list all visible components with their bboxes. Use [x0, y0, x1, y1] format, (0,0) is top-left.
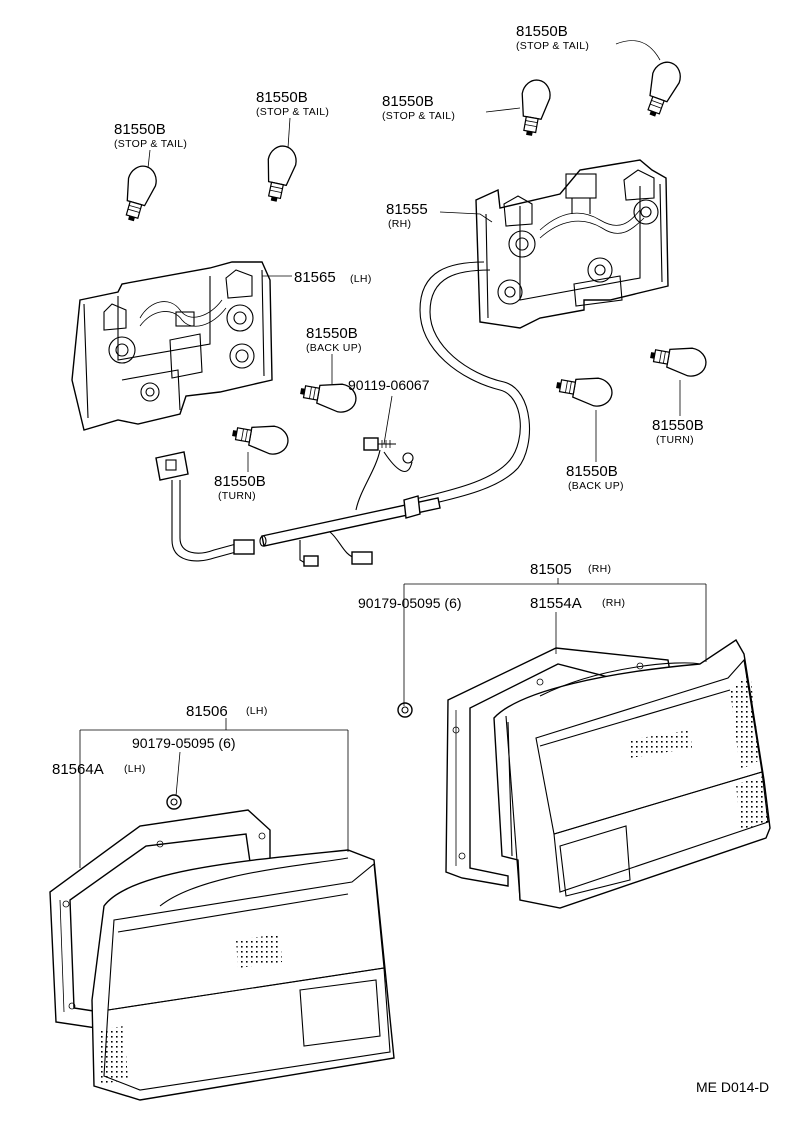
svg-text:90179-05095 (6): 90179-05095 (6): [132, 735, 236, 751]
callout-gasket-lh: 81564A (LH): [52, 761, 146, 778]
bulb-lh-backup[interactable]: [298, 377, 358, 414]
drawing-reference: ME D014-D: [696, 1079, 769, 1095]
tail-lamp-lh[interactable]: [91, 849, 395, 1101]
bulb-rh-turn[interactable]: [648, 341, 708, 378]
callout-bulb-lh-left: 81550B (STOP & TAIL): [114, 121, 187, 150]
nut-lh[interactable]: [166, 794, 182, 810]
screw-90119-06067[interactable]: [363, 437, 396, 451]
svg-text:(RH): (RH): [588, 563, 611, 575]
svg-text:81550B: 81550B: [516, 23, 568, 40]
svg-text:81564A: 81564A: [52, 761, 104, 778]
socket-holder-lh[interactable]: [71, 261, 273, 431]
tail-lamp-rh[interactable]: [493, 639, 771, 909]
socket-holder-rh[interactable]: [475, 159, 669, 329]
svg-text:81550B: 81550B: [214, 473, 266, 490]
callout-socket-rh: 81555 (RH): [386, 201, 428, 230]
svg-text:90179-05095 (6): 90179-05095 (6): [358, 595, 462, 611]
svg-text:(RH): (RH): [602, 597, 625, 609]
bulb-lh-mid[interactable]: [260, 143, 299, 204]
svg-text:(TURN): (TURN): [656, 434, 694, 446]
svg-text:(RH): (RH): [388, 218, 411, 230]
nut-rh[interactable]: [397, 702, 413, 718]
callout-bulb-lh-backup: 81550B (BACK UP): [306, 325, 362, 354]
callout-bulb-rh-backup: 81550B (BACK UP): [566, 463, 624, 492]
svg-text:81550B: 81550B: [114, 121, 166, 138]
svg-text:(LH): (LH): [246, 705, 268, 717]
svg-text:81550B: 81550B: [382, 93, 434, 110]
callout-socket-lh: 81565 (LH): [294, 269, 372, 286]
svg-text:(STOP & TAIL): (STOP & TAIL): [256, 106, 329, 118]
callout-bulb-top-right: 81550B (STOP & TAIL): [516, 23, 589, 52]
callout-lamp-lh: 81506 (LH): [186, 703, 268, 720]
svg-text:(BACK UP): (BACK UP): [568, 480, 624, 492]
svg-text:81550B: 81550B: [256, 89, 308, 106]
callout-bulb-lh-mid: 81550B (STOP & TAIL): [256, 89, 329, 118]
svg-text:(LH): (LH): [350, 273, 372, 285]
svg-text:81506: 81506: [186, 703, 228, 720]
bulb-lh-turn[interactable]: [230, 419, 290, 456]
callout-nut-lh: 90179-05095 (6): [132, 735, 236, 751]
leader-lines: [79, 40, 707, 868]
callout-bulb-rh-upper: 81550B (STOP & TAIL): [382, 93, 455, 122]
bulb-rh-upper[interactable]: [515, 78, 552, 138]
wire-harness[interactable]: [155, 261, 530, 567]
svg-text:90119-06067: 90119-06067: [348, 377, 430, 393]
callout-bulb-rh-turn: 81550B (TURN): [652, 417, 704, 446]
svg-text:81555: 81555: [386, 201, 428, 218]
svg-text:81505: 81505: [530, 561, 572, 578]
bulb-lh-left[interactable]: [118, 163, 160, 225]
svg-text:(STOP & TAIL): (STOP & TAIL): [516, 40, 589, 52]
svg-text:81550B: 81550B: [306, 325, 358, 342]
callout-screw: 90119-06067: [348, 377, 430, 393]
callout-lamp-rh: 81505 (RH): [530, 561, 611, 578]
svg-text:ME D014-D: ME D014-D: [696, 1079, 769, 1095]
callout-bulb-lh-turn: 81550B (TURN): [214, 473, 266, 502]
svg-text:81550B: 81550B: [566, 463, 618, 480]
svg-text:(BACK UP): (BACK UP): [306, 342, 362, 354]
bulb-rh-backup[interactable]: [554, 371, 614, 408]
svg-text:(TURN): (TURN): [218, 490, 256, 502]
svg-text:81554A: 81554A: [530, 595, 582, 612]
bulb-top-right[interactable]: [639, 58, 684, 120]
svg-text:(STOP & TAIL): (STOP & TAIL): [114, 138, 187, 150]
svg-text:81550B: 81550B: [652, 417, 704, 434]
svg-text:81565: 81565: [294, 269, 336, 286]
callout-nut-rh: 90179-05095 (6): [358, 595, 462, 611]
callout-gasket-rh: 81554A (RH): [530, 595, 625, 612]
svg-text:(STOP & TAIL): (STOP & TAIL): [382, 110, 455, 122]
svg-text:(LH): (LH): [124, 763, 146, 775]
